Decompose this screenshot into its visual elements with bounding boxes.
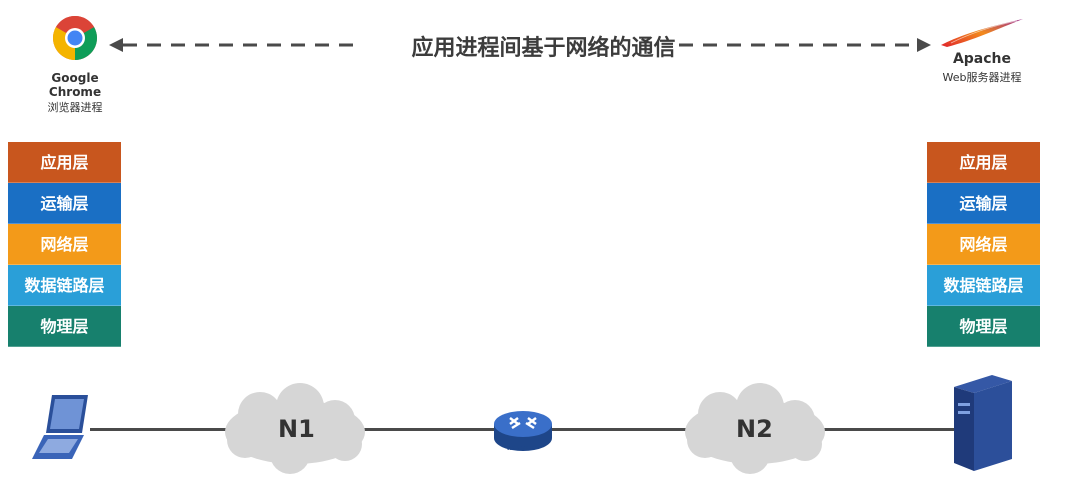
layer-network: 网络层: [8, 224, 121, 265]
server-icon: [954, 375, 1012, 471]
chrome-logo-icon: [53, 16, 97, 60]
layer-application: 应用层: [8, 142, 121, 183]
layer-network: 网络层: [927, 224, 1040, 265]
router-icon: [494, 411, 552, 451]
apache-feather-icon: [941, 19, 1023, 47]
client-name: Google Chrome: [48, 71, 102, 99]
layer-transport: 运输层: [927, 183, 1040, 224]
client-sub: 浏览器进程: [47, 101, 103, 114]
laptop-icon: [32, 395, 88, 459]
layer-application: 应用层: [927, 142, 1040, 183]
left-arrow: [109, 38, 360, 52]
router-label: ROUTER: [507, 445, 535, 452]
cloud-n2: [685, 383, 825, 474]
server-sub: Web服务器进程: [942, 71, 1022, 84]
cloud-n1: [225, 383, 365, 474]
client-endpoint: Google Chrome 浏览器进程: [25, 15, 125, 115]
layer-datalink: 数据链路层: [8, 265, 121, 306]
server-protocol-stack: 应用层 运输层 网络层 数据链路层 物理层: [927, 142, 1040, 347]
page-title: 应用进程间基于网络的通信: [411, 36, 676, 61]
layer-physical: 物理层: [8, 306, 121, 347]
layer-datalink: 数据链路层: [927, 265, 1040, 306]
server-endpoint: Apache Web服务器进程: [932, 15, 1032, 85]
layer-transport: 运输层: [8, 183, 121, 224]
layer-physical: 物理层: [927, 306, 1040, 347]
server-name: Apache: [952, 51, 1012, 67]
n2-label: N2: [736, 415, 773, 443]
n1-label: N1: [278, 415, 315, 443]
client-protocol-stack: 应用层 运输层 网络层 数据链路层 物理层: [8, 142, 121, 347]
right-arrow: [679, 38, 931, 52]
